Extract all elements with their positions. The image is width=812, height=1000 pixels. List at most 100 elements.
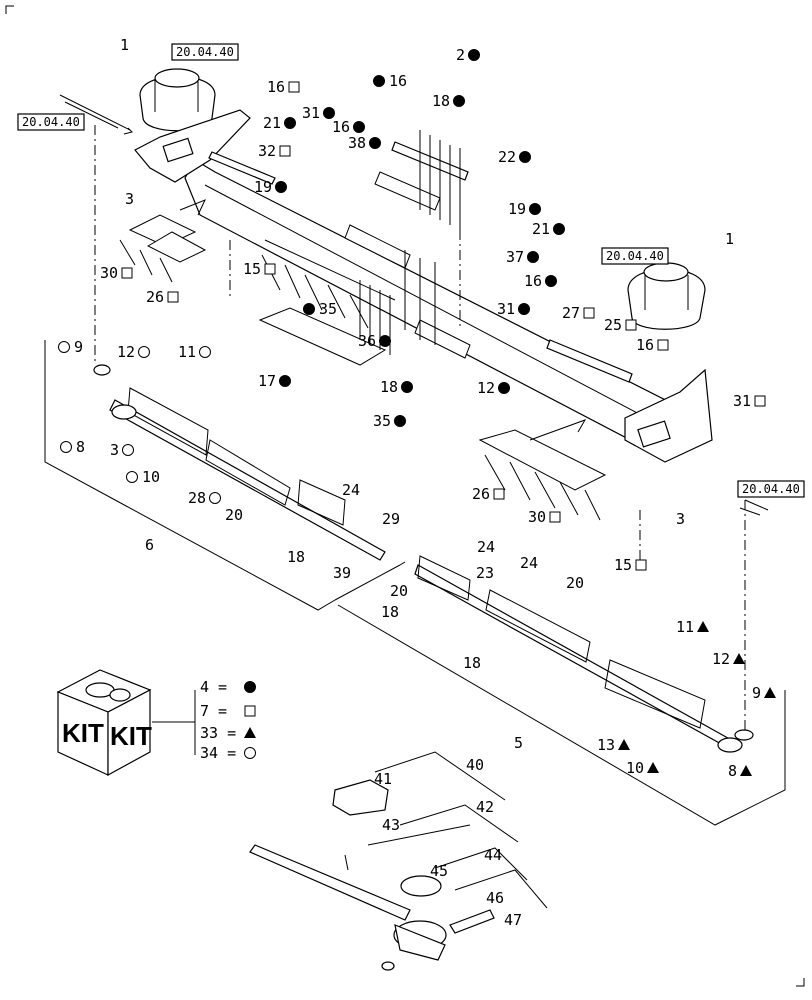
callout-number: 30	[100, 264, 118, 282]
circle-filled-icon	[353, 121, 365, 133]
square-open-icon	[288, 81, 300, 93]
callout-21: 21	[263, 114, 296, 132]
circle-filled-icon	[553, 223, 565, 235]
symbol-legend: 4 = 7 = 33 = 34 =	[200, 678, 256, 762]
callout-31: 31	[497, 300, 530, 318]
circle-open-icon	[138, 346, 150, 358]
callout-21: 21	[532, 220, 565, 238]
callout-16: 16	[524, 272, 557, 290]
callout-26: 26	[472, 485, 505, 503]
callout-30: 30	[528, 508, 561, 526]
callout-number: 18	[380, 378, 398, 396]
legend-number: 7 =	[200, 702, 227, 720]
callout-38: 38	[348, 134, 381, 152]
callout-47: 47	[504, 911, 522, 929]
callout-16: 16	[636, 336, 669, 354]
callout-number: 42	[476, 798, 494, 816]
square-open-icon	[121, 267, 133, 279]
callout-25: 25	[604, 316, 637, 334]
kit-label-2: KIT	[110, 721, 152, 751]
callout-37: 37	[506, 248, 539, 266]
callout-number: 1	[120, 36, 129, 54]
callout-18: 18	[380, 378, 413, 396]
callout-31: 31	[302, 104, 335, 122]
callout-45: 45	[430, 862, 448, 880]
reference-text: 20.04.40	[742, 482, 800, 496]
callout-number: 35	[373, 412, 391, 430]
kit-label-1: KIT	[62, 718, 104, 748]
circle-filled-icon	[498, 382, 510, 394]
reference-box-4: 20.04.40	[737, 480, 805, 498]
reference-box-1: 20.04.40	[171, 43, 239, 61]
triangle-filled-icon	[733, 653, 745, 664]
strap-27	[546, 339, 633, 383]
circle-open-icon	[199, 346, 211, 358]
callout-1: 1	[120, 36, 129, 54]
callout-35: 35	[373, 412, 406, 430]
legend-number: 4 =	[200, 678, 227, 696]
callout-36: 36	[358, 332, 391, 350]
callout-18: 18	[381, 603, 399, 621]
triangle-filled-icon	[697, 621, 709, 632]
circle-filled-icon	[275, 181, 287, 193]
circle-filled-icon	[545, 275, 557, 287]
callout-22: 22	[498, 148, 531, 166]
circle-open-icon	[209, 492, 221, 504]
callout-number: 17	[258, 372, 276, 390]
callout-number: 31	[497, 300, 515, 318]
circle-filled-icon	[369, 137, 381, 149]
callout-35: 35	[303, 300, 337, 318]
ref-arrows	[59, 94, 769, 516]
callout-number: 47	[504, 911, 522, 929]
circle-filled-icon	[529, 203, 541, 215]
legend-number: 34 =	[200, 744, 236, 762]
callout-number: 26	[472, 485, 490, 503]
callout-number: 25	[604, 316, 622, 334]
corner-marks	[5, 5, 805, 987]
kit-box: KIT KIT	[56, 669, 196, 777]
callout-number: 15	[243, 260, 261, 278]
callout-43: 43	[382, 816, 400, 834]
triangle-filled-icon	[764, 687, 776, 698]
bolt-columns	[359, 130, 461, 355]
callout-27: 27	[562, 304, 595, 322]
callout-number: 9	[74, 338, 83, 356]
legend-number: 33 =	[200, 724, 236, 742]
callout-number: 12	[477, 379, 495, 397]
square-open-icon	[635, 559, 647, 571]
callout-number: 18	[287, 548, 305, 566]
circle-filled-icon	[279, 375, 291, 387]
callout-11: 11	[676, 618, 709, 636]
callout-number: 46	[486, 889, 504, 907]
guards-right	[478, 429, 607, 521]
square-open-icon	[625, 319, 637, 331]
triangle-filled-icon	[647, 762, 659, 773]
callout-10: 10	[126, 468, 160, 486]
detail-brackets	[367, 751, 548, 909]
square-open-icon	[244, 705, 256, 717]
callout-8: 8	[728, 762, 752, 780]
callout-10: 10	[626, 759, 659, 777]
callout-3: 3	[110, 441, 134, 459]
callout-12: 12	[712, 650, 745, 668]
callout-number: 11	[178, 343, 196, 361]
circle-filled-icon	[519, 151, 531, 163]
callout-number: 24	[520, 554, 538, 572]
callout-number: 31	[302, 104, 320, 122]
callout-28: 28	[188, 489, 221, 507]
callout-number: 21	[532, 220, 550, 238]
callout-number: 24	[477, 538, 495, 556]
callout-20: 20	[390, 582, 408, 600]
callout-number: 10	[626, 759, 644, 777]
callout-9: 9	[752, 684, 776, 702]
square-open-icon	[754, 395, 766, 407]
callout-number: 23	[476, 564, 494, 582]
callout-number: 24	[342, 481, 360, 499]
square-open-icon	[583, 307, 595, 319]
callout-30: 30	[100, 264, 133, 282]
reference-text: 20.04.40	[176, 45, 234, 59]
callout-2: 2	[456, 46, 480, 64]
callout-42: 42	[476, 798, 494, 816]
callout-number: 30	[528, 508, 546, 526]
